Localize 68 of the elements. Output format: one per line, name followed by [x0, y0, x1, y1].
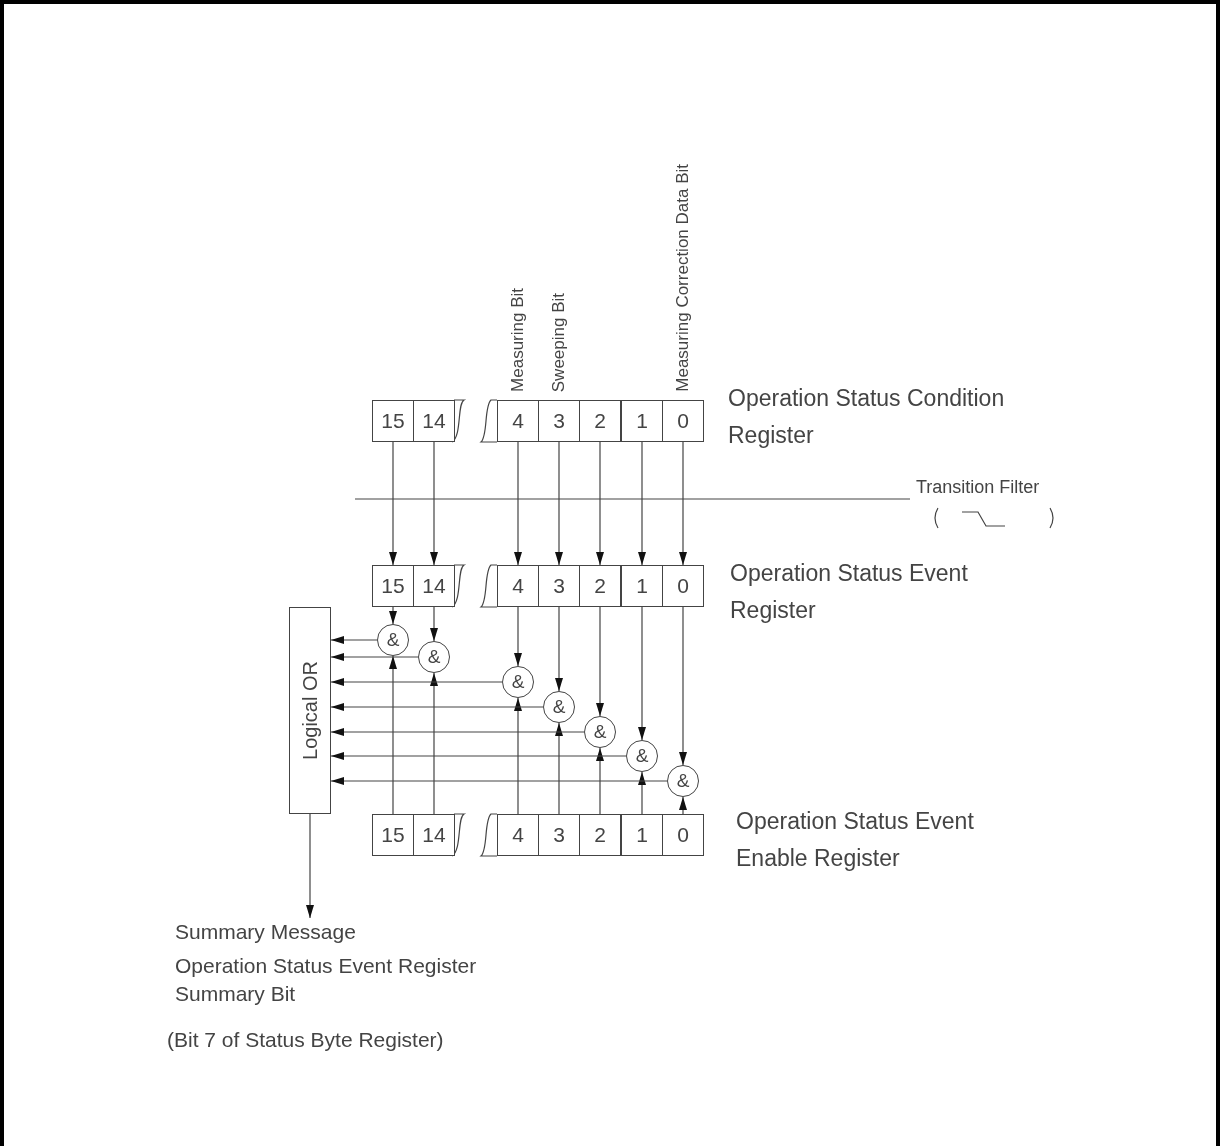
register-bit-cell: 15 [372, 814, 414, 856]
and-gate: & [626, 740, 658, 772]
arrow [596, 441, 604, 566]
and-gate: & [584, 716, 616, 748]
arrow [330, 728, 585, 736]
arrow [389, 606, 397, 625]
arrow [514, 441, 522, 566]
register-bit-cell: 3 [538, 814, 580, 856]
register-bit-cell: 2 [579, 565, 621, 607]
arrow [638, 771, 646, 815]
arrow [306, 813, 314, 919]
register-bit-cell: 1 [621, 400, 663, 442]
register-name: Operation Status Condition Register [728, 384, 1006, 450]
arrow [430, 441, 438, 566]
arrow [330, 678, 503, 686]
and-gate: & [667, 765, 699, 797]
filter-label: Transition Filter [916, 476, 1040, 498]
and-gate: & [418, 641, 450, 673]
register-bit-cell: 2 [579, 400, 621, 442]
register-bit-cell: 0 [662, 565, 704, 607]
arrow [389, 441, 397, 566]
register-bit-cell: 14 [413, 400, 455, 442]
and-gate: & [377, 624, 409, 656]
summary-text: (Bit 7 of Status Byte Register) [167, 1027, 444, 1053]
arrow [330, 653, 419, 661]
summary-text: Summary Message [175, 919, 356, 945]
bit-label: Measuring Bit [508, 288, 528, 392]
logical-or-box: Logical OR [289, 607, 331, 814]
summary-text: Operation Status Event Register Summary Bit [175, 953, 478, 1007]
arrow [555, 441, 563, 566]
register-bit-cell: 15 [372, 565, 414, 607]
register-bit-cell: 2 [579, 814, 621, 856]
register-bit-cell: 4 [497, 400, 539, 442]
register-bit-cell: 0 [662, 814, 704, 856]
register-bit-cell: 4 [497, 565, 539, 607]
and-gate: & [502, 666, 534, 698]
register-bit-cell: 14 [413, 814, 455, 856]
arrow [514, 697, 522, 815]
register-bit-cell: 3 [538, 400, 580, 442]
arrow [330, 703, 544, 711]
register-bit-cell: 14 [413, 565, 455, 607]
arrow [330, 777, 668, 785]
arrow [555, 606, 563, 692]
register-bit-cell: 0 [662, 400, 704, 442]
arrow [679, 796, 687, 815]
register-name: Operation Status Event Enable Register [736, 807, 975, 873]
and-gate: & [543, 691, 575, 723]
register-bit-cell: 3 [538, 565, 580, 607]
arrow [596, 606, 604, 717]
register-bit-cell: 15 [372, 400, 414, 442]
arrow [679, 441, 687, 566]
register-bit-cell: 1 [621, 814, 663, 856]
arrow [555, 722, 563, 815]
arrow [330, 636, 378, 644]
arrow [679, 606, 687, 766]
arrow [638, 441, 646, 566]
arrow [430, 606, 438, 642]
arrow [330, 752, 627, 760]
arrow [514, 606, 522, 667]
bit-label: Sweeping Bit [549, 292, 569, 392]
arrow [389, 655, 397, 815]
register-name: Operation Status Event Register [730, 559, 969, 625]
arrow [596, 747, 604, 815]
arrow [430, 672, 438, 815]
arrow [638, 606, 646, 741]
register-bit-cell: 4 [497, 814, 539, 856]
register-bit-cell: 1 [621, 565, 663, 607]
bit-label: Measuring Correction Data Bit [673, 164, 693, 392]
